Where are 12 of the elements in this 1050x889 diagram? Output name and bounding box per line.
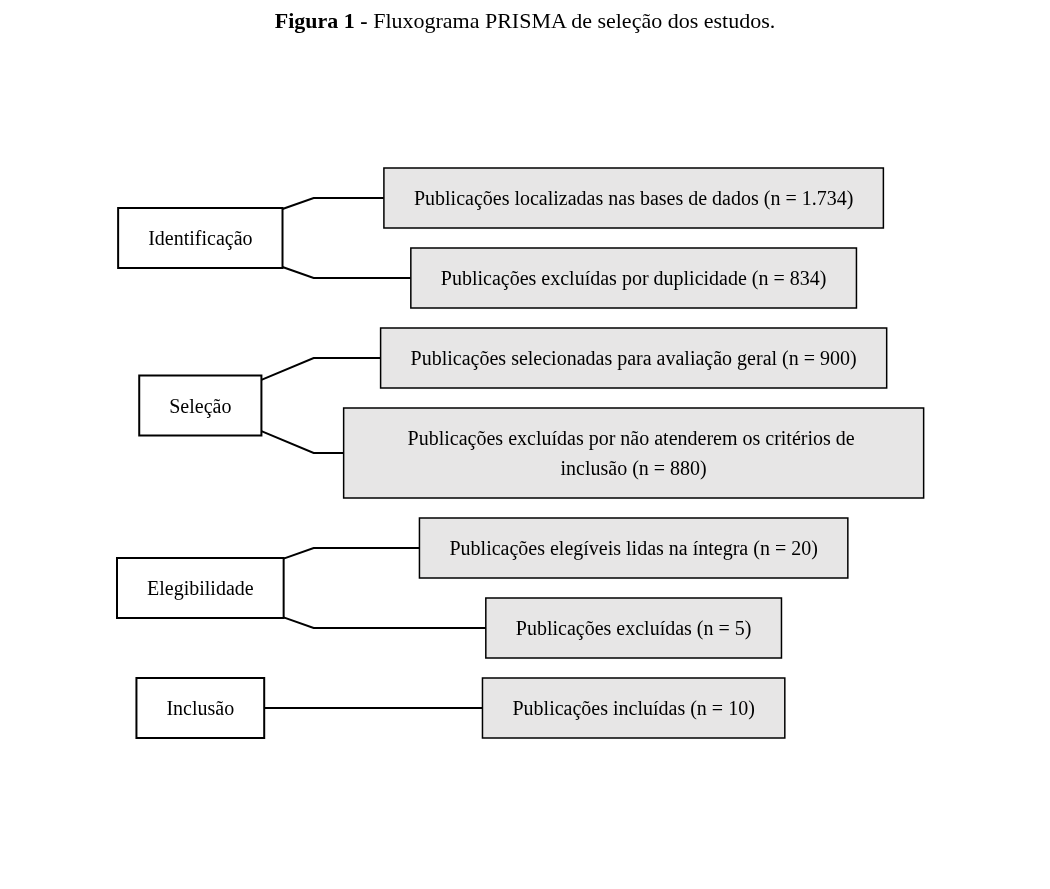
node-box: Publicações selecionadas para avaliação geral (n = 900): [379, 327, 888, 389]
node-box: Publicações elegíveis lidas na íntegra (n = 20): [418, 517, 849, 579]
node-box: Inclusão: [135, 677, 265, 739]
node-box: Publicações localizadas nas bases de dados (n = 1.734): [382, 167, 884, 229]
node-box: Publicações excluídas por duplicidade (n = 834): [409, 247, 857, 309]
node-box: Publicações incluídas (n = 10): [481, 677, 786, 739]
node-box: Elegibilidade: [115, 557, 285, 619]
node-box: Publicações excluídas (n = 5): [484, 597, 782, 659]
node-box: Identificação: [116, 207, 284, 269]
node-box: Seleção: [137, 374, 263, 437]
node-box: Publicações excluídas por não atenderem os critérios de inclusão (n = 880): [342, 407, 925, 499]
figure-title: Figura 1 - Fluxograma PRISMA de seleção dos estudos.: [273, 8, 777, 34]
